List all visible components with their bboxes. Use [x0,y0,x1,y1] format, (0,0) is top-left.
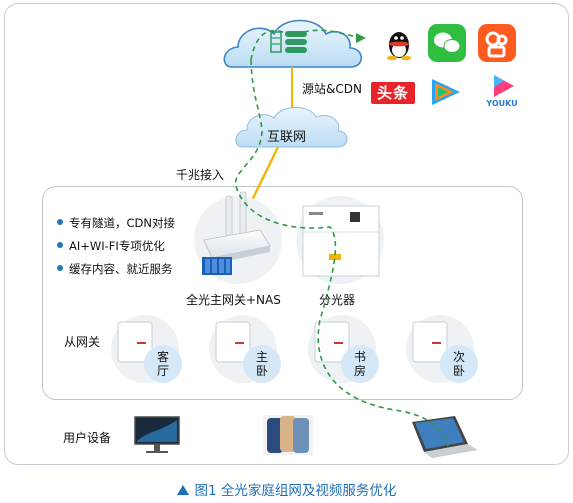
splitter-icon [302,205,380,277]
path-arrow-head [356,33,366,43]
laptop-icon [412,416,478,458]
uplink-label: 千兆接入 [176,168,225,182]
room-living: 客厅 [156,350,169,378]
monitor-icon [134,416,180,453]
phone-icon [263,415,313,455]
slave-gateway-label: 从网关 [64,335,101,349]
internet-label: 互联网 [267,130,307,145]
splitter-label: 分光器 [319,293,356,307]
room-second: 次卧 [452,350,465,378]
youku-label: YOUKU [486,99,518,108]
bullet-icon [57,265,63,271]
cdn-label: 源站&CDN [302,82,362,96]
video-path [235,29,449,447]
figure-caption: 图1 全光家庭组网及视频服务优化 [0,479,573,499]
kuaishou-icon [478,24,516,62]
toutiao-icon: 头条 [371,82,415,104]
toutiao-label: 头条 [376,84,409,102]
outer-frame [4,3,569,465]
qq-icon [380,25,418,63]
feature-item: 缓存内容、就近服务 [57,261,173,277]
room-study: 书房 [353,350,366,378]
bullet-icon [57,242,63,248]
room-master: 主卧 [255,350,268,378]
user-devices-label: 用户设备 [63,431,112,445]
internet-cloud [235,106,348,148]
triangle-icon [176,485,189,495]
tencent-video-icon [426,75,464,109]
bullet-icon [57,219,63,225]
slave-gateways [111,315,478,383]
main-gateway-label: 全光主网关+NAS [186,293,281,307]
feature-item: 专有隧道，CDN对接 [57,215,175,231]
youku-icon: YOUKU [482,73,522,111]
home-network-area [42,186,523,400]
nas-icon [202,257,232,275]
wechat-icon [428,24,466,62]
feature-item: AI+WI-FI专项优化 [57,238,165,254]
